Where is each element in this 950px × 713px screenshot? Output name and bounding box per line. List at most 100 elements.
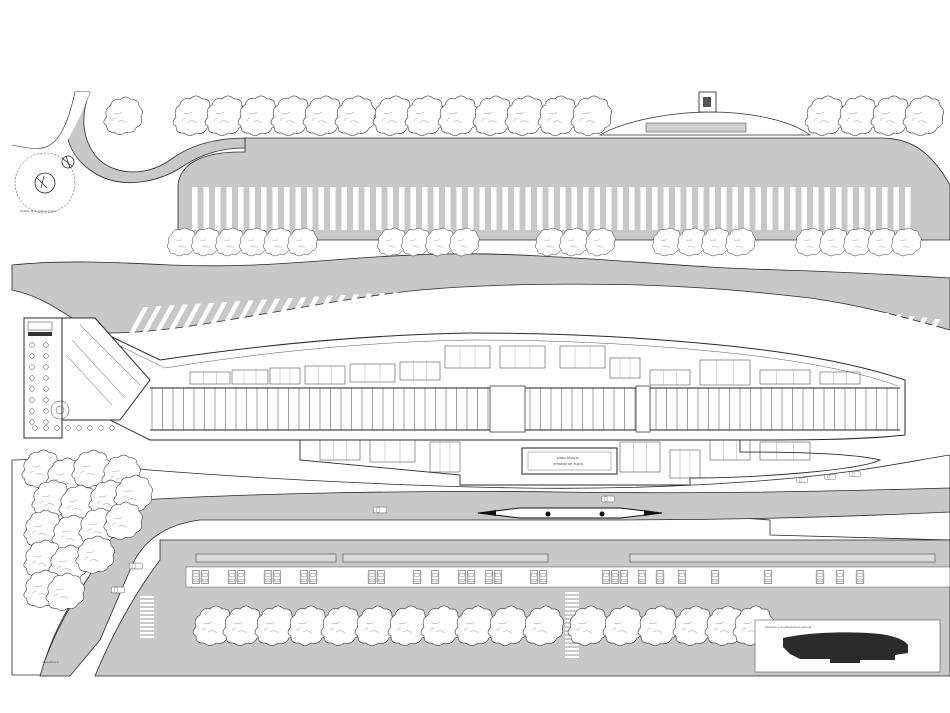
parking-stall [543,287,570,326]
parking-stall [205,301,228,332]
parking-stall [517,287,544,326]
parking-stall [491,187,497,230]
zebra-stripe [565,644,579,646]
parking-stall [698,187,704,230]
parking-stall [203,187,209,230]
zebra-stripe [565,648,579,650]
car-icon [610,569,620,585]
car-icon [263,569,273,585]
room [669,449,701,479]
zebra-stripe [140,624,154,626]
parking-stall [491,287,517,326]
parking-stall [413,290,439,326]
car-icon [128,562,144,570]
parking-stall [725,297,749,331]
table-symbol [32,425,38,431]
car-icon [855,569,865,585]
location-cartouche: situacion y emplazamiento general [754,619,941,673]
west-vertical-road [12,92,90,145]
room [189,371,231,385]
table-symbol [65,425,71,431]
table-symbol [43,386,49,392]
car-icon [849,471,861,477]
north-parking-trees [166,227,922,257]
room [399,361,441,381]
parking-stall [374,292,399,327]
car-icon [457,569,467,585]
parking-stall [548,187,554,230]
table-symbol [43,419,49,425]
parking-stall [868,313,890,343]
parking-stall [634,290,659,326]
car-icon [601,569,611,585]
room [231,369,269,385]
car-icon [824,474,836,480]
parking-stall [709,187,715,230]
parking-stall [699,294,723,329]
parking-stall [502,187,508,230]
bus-island [477,507,663,519]
parking-stall [537,187,543,230]
parking-stall [426,290,452,326]
parking-stall [387,291,412,327]
zebra-stripe [565,608,579,610]
north-tree-row [103,95,944,136]
room [709,439,751,461]
parking-stall [881,314,902,344]
table-symbol [43,397,49,403]
parking-stall [361,293,386,328]
parking-stall [712,295,736,330]
parking-stall [790,304,813,336]
zebra-stripe [140,596,154,598]
circulation-core [635,385,651,433]
table-symbol [29,375,35,381]
parking-stall [322,295,346,329]
table-symbol [43,342,49,348]
parking-stall [468,187,474,230]
table-symbol [54,425,60,431]
west-wing-block [23,317,151,439]
zebra-stripe [565,656,579,658]
room [559,345,606,369]
room [319,439,361,461]
zebra-stripe [565,604,579,606]
north-parking-stripes [192,187,911,230]
south-service-road [39,487,950,677]
parking-stall [140,306,162,335]
car-icon [110,586,126,594]
parking-stall [660,291,685,327]
room [304,365,346,385]
car-icon [308,569,318,585]
parking-stall [836,187,842,230]
car-icon [466,569,476,585]
car-icon [236,569,246,585]
parking-stall [284,187,290,230]
car-icon [815,569,825,585]
parking-stall [816,307,838,338]
zebra-stripe [140,636,154,638]
parking-stall [504,287,531,326]
parking-stall [824,187,830,230]
parking-stall [686,187,692,230]
parking-stall [215,187,221,230]
parking-stall [270,298,294,330]
room [619,441,661,473]
car-icon [376,569,386,585]
parking-stall [296,296,320,329]
parking-stall [514,187,520,230]
room [609,357,641,379]
circulation-core [489,385,526,433]
arc-parking-stripes [128,287,941,347]
parking-stall [231,300,254,331]
parking-stall [663,187,669,230]
car-icon [430,569,440,585]
parking-stall [777,302,800,335]
parking-stall [556,287,582,326]
parking-stall [422,187,428,230]
room [269,367,301,385]
parking-stall [353,187,359,230]
gate-bays [150,385,900,433]
table-symbol [76,425,82,431]
car-icon [299,569,309,585]
parking-stall [166,304,188,334]
